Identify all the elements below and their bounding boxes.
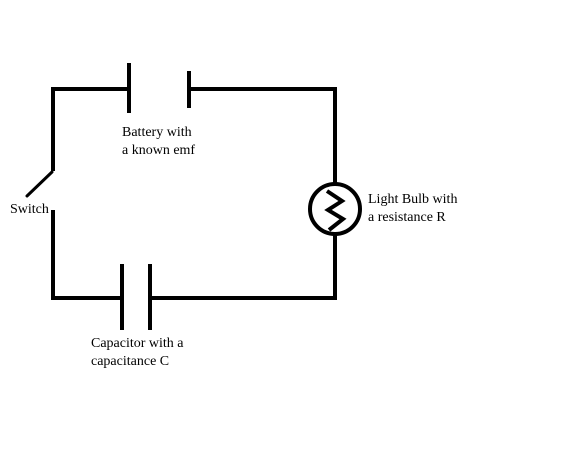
light-bulb — [308, 182, 362, 236]
wire-bottom-left — [51, 210, 123, 300]
switch-label: Switch — [10, 202, 49, 217]
battery — [127, 63, 191, 113]
bulb-filament — [324, 189, 347, 232]
wire-top-right — [187, 87, 337, 185]
capacitor-label: Capacitor with a capacitance C — [91, 336, 184, 369]
wire-bottom-right — [149, 233, 337, 300]
battery-label: Battery with a known emf — [122, 125, 196, 158]
capacitor — [120, 264, 152, 330]
bulb-label: Light Bulb with a resistance R — [368, 192, 458, 225]
switch-blade — [25, 170, 54, 198]
wire-top-left — [51, 87, 130, 171]
